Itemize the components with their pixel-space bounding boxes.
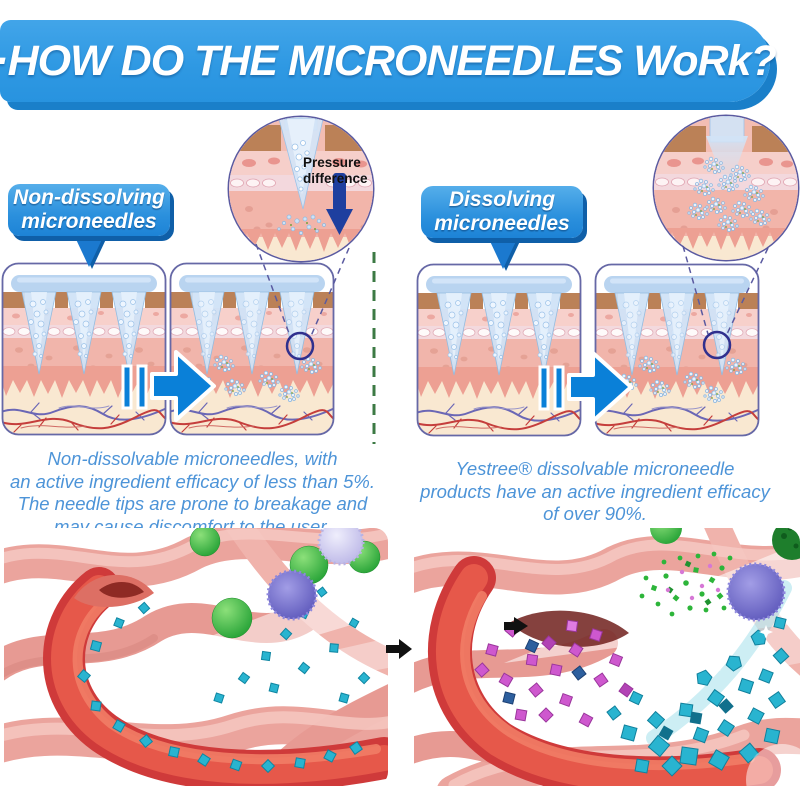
- pressure-difference-label: Pressure difference: [303, 155, 368, 186]
- dissolved-particles-green: [639, 551, 749, 617]
- left-magnified-inset: Pressure difference: [229, 117, 373, 261]
- page-title: ·HOW DO THE MICRONEEDLES WoRk?: [0, 36, 777, 85]
- active-ingredient-cubes: [76, 586, 371, 774]
- transform-arrow-icon: [538, 351, 633, 423]
- drug-spheres: [189, 528, 381, 639]
- active-ingredient-cubes: [606, 590, 790, 777]
- title-banner: ·HOW DO THE MICRONEEDLES WoRk?: [0, 20, 777, 102]
- right-caption: Yestree® dissolvable microneedle product…: [420, 458, 770, 524]
- needle-pressure-illustration: [229, 117, 373, 261]
- green-mottled-sphere: [772, 528, 800, 560]
- blood-vessel-render-low-efficacy: [4, 528, 388, 786]
- blood-vessel-render-high-efficacy: [414, 528, 800, 786]
- purple-sphere: [726, 562, 786, 622]
- pressure-arrow-icon: [326, 173, 353, 235]
- flow-arrow-small-icon: [504, 617, 528, 635]
- transform-arrow-icon: [121, 350, 216, 422]
- dissolving-bubble-tail: [488, 237, 518, 269]
- non-dissolving-label-bubble: Non-dissolving microneedles: [8, 184, 170, 236]
- skin-panel-nondissolving-after: [169, 262, 335, 436]
- dissolving-label-bubble: Dissolving microneedles: [421, 186, 583, 238]
- non-dissolving-bubble-tail: [74, 235, 104, 267]
- sparkles: [707, 625, 793, 683]
- flow-arrow-icon: [386, 639, 412, 659]
- right-magnified-inset: [654, 116, 798, 260]
- left-caption: Non-dissolvable microneedles, with an ac…: [9, 448, 376, 537]
- needle-dissolving-illustration: [654, 116, 798, 260]
- skin-panel-dissolving-after: [594, 263, 760, 437]
